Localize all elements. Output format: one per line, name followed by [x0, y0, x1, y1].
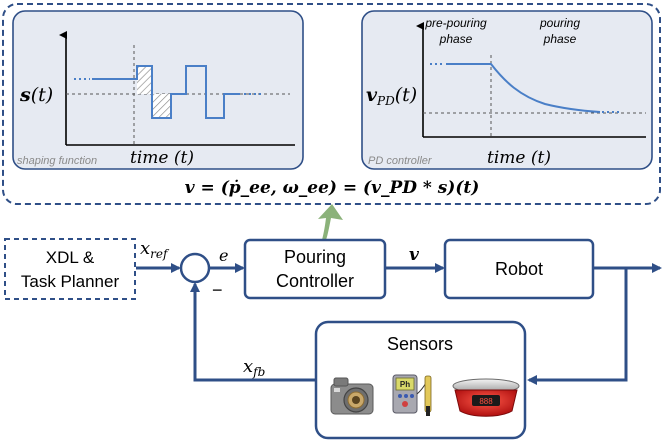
scale-display: 888	[479, 397, 493, 406]
scale-icon: 888	[452, 378, 520, 417]
controller-label-line2: Controller	[276, 271, 354, 291]
robot-label: Robot	[495, 259, 543, 279]
planner-block	[4, 238, 136, 300]
error-signal-label: e	[219, 246, 228, 265]
shaping-function-panel: s(t) time (t) shaping function	[12, 10, 304, 170]
shaping-signal-curve	[92, 65, 240, 119]
controller-label-line1: Pouring	[284, 247, 346, 267]
shaping-x-label: time (t)	[130, 148, 194, 168]
pd-y-label: vPD(t)	[366, 84, 417, 108]
shaping-hatch-positive	[137, 66, 151, 94]
control-law-equation: v = (ṗ_ee, ω_ee) = (v_PD * s)(t)	[185, 178, 480, 198]
pd-controller-panel: vPD(t) time (t) PD controller pre-pourin…	[361, 10, 653, 170]
pd-caption: PD controller	[368, 155, 433, 167]
feedback-path-to-junction	[190, 282, 316, 382]
ph-meter-label: Ph	[400, 380, 410, 389]
pre-pouring-phase-label-1: pre-pouring	[424, 16, 487, 30]
pd-x-label: time (t)	[487, 148, 551, 168]
ph-meter-icon: Ph	[392, 374, 432, 416]
camera-icon	[330, 377, 374, 415]
minus-sign: −	[212, 280, 223, 300]
pd-velocity-curve	[446, 63, 601, 113]
green-up-arrow	[318, 204, 343, 240]
sensors-label: Sensors	[387, 334, 453, 354]
shaping-caption: shaping function	[17, 155, 97, 167]
summing-junction	[179, 252, 211, 284]
control-signal-label: v	[409, 245, 420, 265]
pre-pouring-phase-label-2: phase	[439, 32, 473, 46]
shaping-hatch-negative	[153, 94, 171, 118]
shaping-y-label: s(t)	[19, 84, 53, 106]
feedback-path-to-sensors	[527, 268, 628, 385]
planner-label-line1: XDL &	[46, 248, 95, 267]
feedback-signal-label: xfb	[243, 356, 265, 379]
pouring-phase-label-2: phase	[543, 32, 577, 46]
pouring-phase-label-1: pouring	[539, 16, 580, 30]
planner-label-line2: Task Planner	[21, 272, 120, 291]
ref-signal-label: xref	[140, 238, 170, 261]
